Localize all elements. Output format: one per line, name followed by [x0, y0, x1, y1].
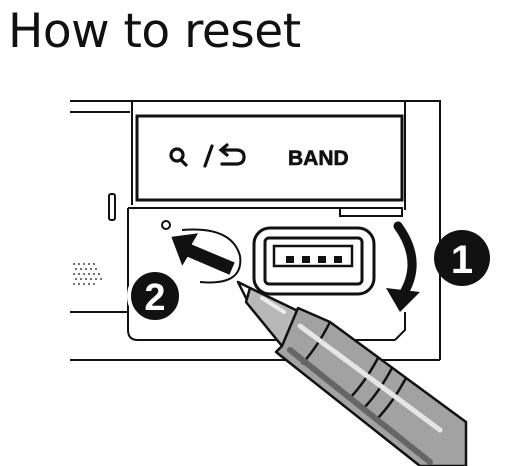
curved-arrow-down-icon [386, 221, 420, 312]
slash-separator [203, 144, 214, 168]
step-1-badge: 1 [434, 230, 490, 286]
pen-icon [236, 280, 468, 466]
step-2-number: 2 [144, 277, 165, 319]
search-back-button-label [169, 143, 246, 168]
step-2-badge: 2 [127, 268, 183, 324]
arrow-up-left-icon [169, 231, 237, 277]
faceplate-panel [135, 114, 404, 202]
search-icon [169, 147, 188, 167]
reset-hole [161, 220, 242, 284]
usb-port-icon [252, 226, 376, 296]
band-button-label: BAND [288, 147, 349, 170]
back-arrow-icon [218, 143, 246, 166]
page-title: How to reset [8, 4, 301, 59]
faceplate-edge [339, 207, 403, 217]
step-1-number: 1 [451, 238, 473, 282]
side-slot [108, 193, 116, 221]
vent-dots [73, 263, 102, 285]
